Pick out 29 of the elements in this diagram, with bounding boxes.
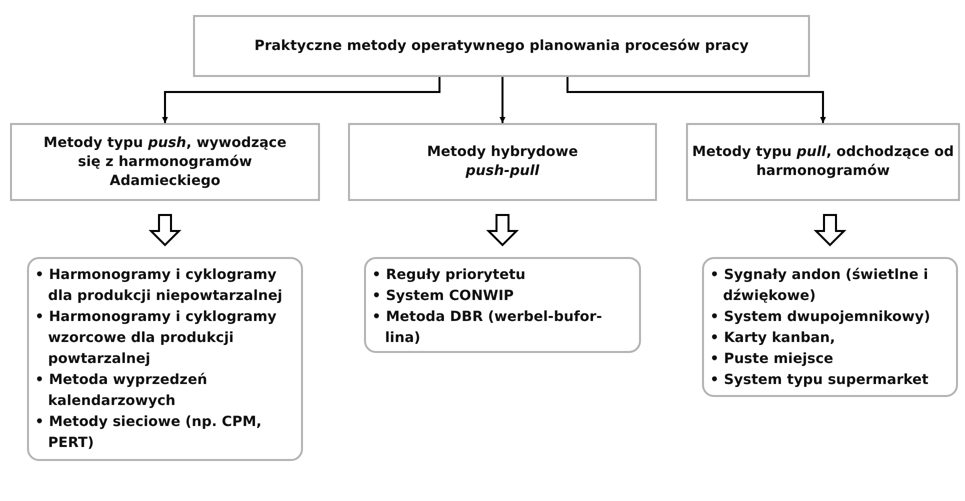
list-box bbox=[27, 257, 303, 461]
bullet-item: • System dwupojemnikowy) bbox=[710, 308, 932, 327]
bullet-item: • Metody sieciowe (np. CPM, PERT) bbox=[35, 413, 263, 453]
box-title: Metody typu pull, odchodzące od harmonogramów bbox=[692, 143, 954, 181]
arrow bbox=[162, 77, 440, 123]
bullet-item: • Harmonogramy i cyklogramy wzorcowe dla produkcji powtarzalnej bbox=[35, 308, 278, 369]
arrow bbox=[500, 77, 506, 123]
category-box bbox=[348, 123, 657, 201]
box-title: Praktyczne metody operatywnego planowania procesów pracy bbox=[254, 36, 749, 56]
list-box bbox=[702, 257, 958, 397]
list-box bbox=[364, 257, 641, 353]
bullet-item: • Sygnały andon (świetlne i dźwiękowe) bbox=[710, 266, 930, 306]
bullet-item: • Metoda wyprzedzeń kalendarzowych bbox=[35, 371, 208, 411]
category-box bbox=[686, 123, 960, 201]
bullet-item: • System CONWIP bbox=[372, 287, 515, 306]
bullet-item: • Karty kanban, bbox=[710, 329, 836, 348]
block-arrow bbox=[814, 214, 846, 246]
bullet-item: • Puste miejsce bbox=[710, 350, 834, 369]
box-title: Metody typu push, wywodzące się z harmonogramów Adamieckiego bbox=[42, 134, 288, 190]
arrow bbox=[566, 77, 826, 123]
bullet-item: • Reguły priorytetu bbox=[372, 266, 527, 285]
block-arrow bbox=[148, 214, 182, 246]
bullet-item: • System typu supermarket bbox=[710, 371, 930, 390]
box-title: Metody hybrydowe push-pull bbox=[426, 143, 579, 181]
bullet-item: • Harmonogramy i cyklogramy dla produkcji niepowtarzalnej bbox=[35, 266, 284, 306]
block-arrow bbox=[486, 214, 519, 246]
category-box bbox=[193, 15, 810, 77]
category-box bbox=[10, 123, 320, 201]
bullet-item: • Metoda DBR (werbel-bufor-lina) bbox=[372, 308, 604, 348]
